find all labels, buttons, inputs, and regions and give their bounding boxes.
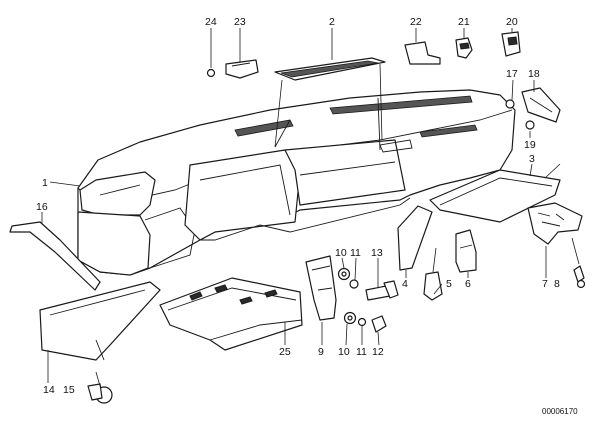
screw-24 xyxy=(206,28,216,78)
callout-4: 4 xyxy=(402,278,408,290)
screw-17 xyxy=(505,79,515,109)
bracket-18 xyxy=(521,80,561,123)
callout-9: 9 xyxy=(318,346,324,358)
callout-1: 1 xyxy=(42,177,48,189)
callout-7: 7 xyxy=(542,278,548,290)
callout-18: 18 xyxy=(528,68,540,80)
washer-10b xyxy=(343,311,357,346)
clip-5 xyxy=(423,247,443,301)
panel-4 xyxy=(397,205,433,278)
callout-23: 23 xyxy=(234,16,246,28)
nut-12 xyxy=(371,315,387,346)
clip-22 xyxy=(404,28,441,65)
image-code: 00006170 xyxy=(542,407,578,416)
callout-16: 16 xyxy=(36,201,48,213)
callout-8: 8 xyxy=(554,278,560,290)
callout-11a: 11 xyxy=(350,247,361,259)
callout-2: 2 xyxy=(329,16,335,28)
washer-11a xyxy=(349,257,359,289)
callout-20: 20 xyxy=(506,16,518,28)
tray-25 xyxy=(159,277,303,351)
callout-24: 24 xyxy=(205,16,217,28)
callout-21: 21 xyxy=(458,16,470,28)
dashboard-body xyxy=(77,89,516,276)
bracket-7 xyxy=(527,202,583,278)
callout-5: 5 xyxy=(446,278,452,290)
callout-6: 6 xyxy=(465,278,471,290)
clip-6 xyxy=(455,229,477,278)
callout-17: 17 xyxy=(506,68,518,80)
callout-3: 3 xyxy=(529,153,535,165)
callout-13: 13 xyxy=(371,247,383,259)
callout-10a: 10 xyxy=(335,247,347,259)
clip-21 xyxy=(455,28,473,59)
bracket-9 xyxy=(305,255,337,345)
glovebox-lid xyxy=(429,163,561,223)
callout-10b: 10 xyxy=(338,346,350,358)
washer-11b xyxy=(357,317,367,345)
callout-11b: 11 xyxy=(356,346,367,358)
callout-14: 14 xyxy=(43,384,55,396)
clip-20 xyxy=(501,28,521,57)
callout-25: 25 xyxy=(279,346,291,358)
callout-15: 15 xyxy=(63,384,75,396)
screw-8 xyxy=(571,237,586,289)
defroster-grille xyxy=(274,28,386,148)
strut-16 xyxy=(9,212,101,291)
washer-10a xyxy=(337,257,351,281)
callout-12: 12 xyxy=(372,346,384,358)
bolt-13 xyxy=(365,258,399,301)
callout-22: 22 xyxy=(410,16,422,28)
knee-panel-14 xyxy=(39,281,161,383)
bracket-23 xyxy=(225,28,259,79)
callout-19: 19 xyxy=(524,139,536,151)
nut-19 xyxy=(525,120,535,138)
clip-15 xyxy=(87,371,113,404)
